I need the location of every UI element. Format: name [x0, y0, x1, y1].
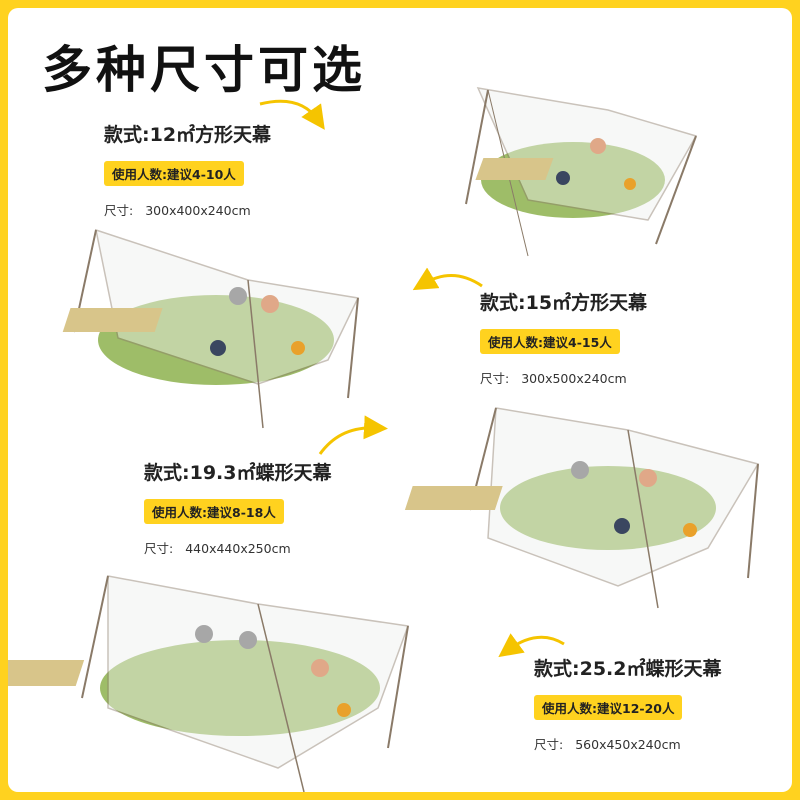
illustrations [8, 87, 760, 792]
people-badge: 使用人数:建议4-15人 [480, 329, 620, 354]
people-badge: 使用人数:建议4-10人 [104, 161, 244, 186]
tent-illustration-15 [62, 228, 360, 429]
variant-model: 款式:19.3㎡蝶形天幕 [144, 462, 332, 484]
poster-frame: 多种尺寸可选 [8, 8, 792, 792]
variant-size: 尺寸: 300x500x240cm [480, 368, 647, 387]
arrow-icon [412, 267, 483, 291]
people-badge: 使用人数:建议8-18人 [144, 499, 284, 524]
variant-size: 尺寸: 300x400x240cm [104, 200, 271, 219]
tent-illustration-25-2 [8, 575, 410, 792]
page-title: 多种尺寸可选 [42, 41, 366, 99]
arrow-icon [318, 415, 388, 455]
variant-3: 款式:19.3㎡蝶形天幕 使用人数:建议8-18人 尺寸: 440x440x250… [144, 458, 331, 557]
size-value: 300x500x240cm [521, 371, 627, 386]
arrow-icon [259, 99, 325, 130]
size-label: 尺寸: [534, 737, 564, 752]
variant-size: 尺寸: 440x440x250cm [144, 538, 331, 557]
size-label: 尺寸: [144, 541, 174, 556]
size-value: 440x440x250cm [185, 541, 291, 556]
size-label: 尺寸: [480, 371, 510, 386]
variant-model: 款式:12㎡方形天幕 [104, 124, 272, 146]
variant-2: 款式:15㎡方形天幕 使用人数:建议4-15人 尺寸: 300x500x240cm [480, 288, 647, 387]
size-label: 尺寸: [104, 203, 134, 218]
size-value: 560x450x240cm [575, 737, 681, 752]
variant-model: 款式:15㎡方形天幕 [480, 292, 648, 314]
tent-illustration-19-3 [404, 407, 760, 609]
variant-1: 款式:12㎡方形天幕 使用人数:建议4-10人 尺寸: 300x400x240cm [104, 120, 271, 219]
arrow-icon [498, 633, 565, 658]
variant-size: 尺寸: 560x450x240cm [534, 734, 721, 753]
tent-illustration-12 [465, 87, 698, 257]
variant-4: 款式:25.2㎡蝶形天幕 使用人数:建议12-20人 尺寸: 560x450x24… [534, 654, 721, 753]
size-value: 300x400x240cm [145, 203, 251, 218]
variant-model: 款式:25.2㎡蝶形天幕 [534, 658, 722, 680]
people-badge: 使用人数:建议12-20人 [534, 695, 683, 720]
